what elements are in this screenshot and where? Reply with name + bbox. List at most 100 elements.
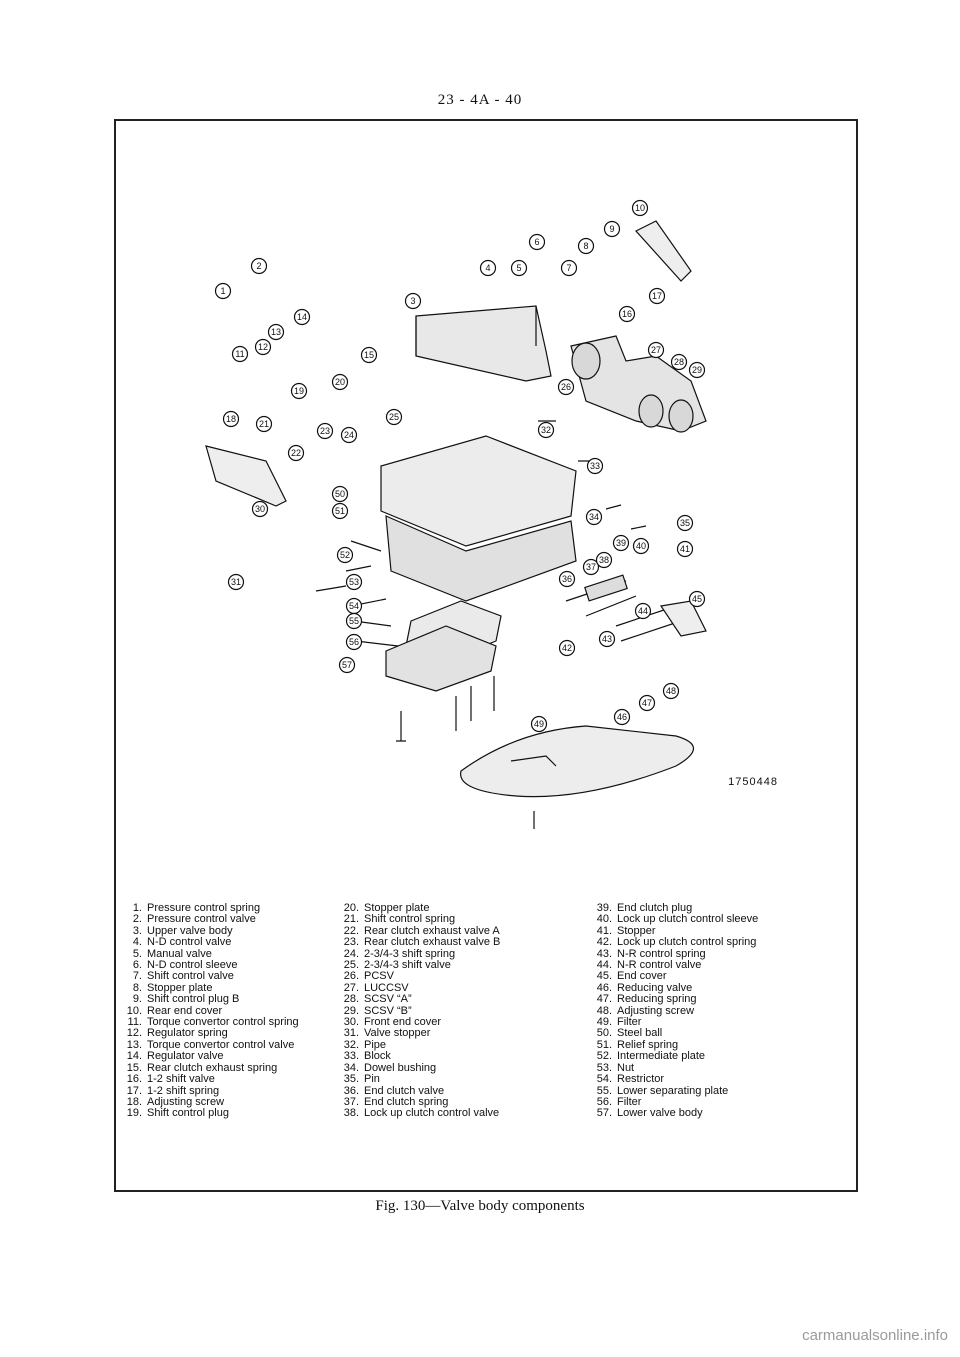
legend-item: 50.Steel ball (590, 1027, 758, 1040)
legend-item-label: Adjusting screw (147, 1095, 225, 1108)
callout-23: 23 (316, 422, 334, 440)
legend-item-label: Pin (364, 1073, 380, 1086)
legend-item: 38.Lock up clutch control valve (337, 1107, 500, 1120)
rear-end-cover (635, 220, 692, 282)
svg-text:47: 47 (642, 698, 652, 708)
legend-item-number: 47. (596, 993, 612, 1006)
page-number: 23 - 4A - 40 (437, 92, 523, 108)
legend-item: 25.2-3/4-3 shift valve (337, 959, 500, 971)
legend-item: 31.Valve stopper (337, 1028, 500, 1040)
svg-text:25: 25 (389, 412, 399, 422)
callout-35: 35 (676, 514, 694, 532)
legend-item-number: 22. (343, 924, 359, 937)
svg-text:49: 49 (534, 719, 544, 729)
legend-item-label: Rear clutch exhaust valve B (364, 936, 501, 949)
legend-item-label: Lower valve body (617, 1107, 703, 1120)
legend-item-number: 34. (343, 1061, 359, 1074)
svg-text:22: 22 (291, 448, 301, 458)
legend-item: 20.Stopper plate (337, 902, 500, 914)
svg-text:46: 46 (617, 712, 627, 722)
svg-text:42: 42 (562, 643, 572, 653)
svg-text:39: 39 (616, 538, 626, 548)
svg-text:3: 3 (410, 296, 415, 306)
legend-item: 30.Front end cover (337, 1016, 500, 1028)
legend-item-number: 38. (343, 1107, 359, 1120)
legend-item-label: Rear end cover (147, 1004, 223, 1017)
legend-item: 11.Torque convertor control spring (120, 1016, 299, 1028)
svg-text:14: 14 (297, 312, 307, 322)
legend-item: 46.Reducing valve (590, 982, 758, 994)
legend-item-number: 24. (343, 947, 359, 960)
legend-item-label: End cover (617, 970, 667, 983)
legend-item-label: Lower separating plate (617, 1084, 729, 1097)
legend-item-number: 35. (343, 1073, 359, 1086)
callout-14: 14 (293, 308, 311, 326)
legend-item-number: 18. (126, 1095, 142, 1108)
legend-item: 18. Adjusting screw (120, 1095, 299, 1108)
svg-text:52: 52 (340, 550, 350, 560)
callout-11: 11 (231, 345, 249, 363)
legend-item-number: 39. (596, 902, 612, 914)
legend-item: 8.Stopper plate (120, 982, 299, 994)
svg-text:21: 21 (259, 419, 269, 429)
legend-item-number: 1. (132, 902, 142, 914)
legend-item: 34.Dowel bushing (337, 1061, 500, 1074)
svg-text:30: 30 (255, 504, 265, 514)
svg-text:44: 44 (638, 606, 648, 616)
legend-item: 37.End clutch spring (337, 1095, 500, 1108)
callout-30: 30 (251, 500, 269, 518)
legend-item-label: N-D control valve (147, 936, 232, 949)
legend-item: 3.Upper valve body (120, 924, 299, 937)
callout-26: 26 (557, 378, 575, 396)
callout-18: 18 (222, 410, 240, 428)
legend-item-number: 28. (343, 993, 359, 1006)
svg-text:17: 17 (652, 291, 662, 301)
legend-item-number: 9. (132, 993, 142, 1006)
svg-text:36: 36 (562, 574, 572, 584)
legend-item-number: 6. (132, 959, 142, 972)
figure-caption: Fig. 130—Valve body components (375, 1198, 585, 1214)
legend-item: 52.Intermediate plate (590, 1050, 758, 1063)
legend-item: 42.Lock up clutch control spring (590, 936, 758, 949)
legend-item: 51.Relief spring (590, 1039, 758, 1051)
legend-item-number: 27. (343, 981, 359, 994)
svg-text:32: 32 (541, 425, 551, 435)
legend-item: 4.N-D control valve (120, 936, 299, 949)
callout-39: 39 (612, 534, 630, 552)
legend-item-label: SCSV “B” (364, 1004, 412, 1017)
legend-item: 15.Rear clutch exhaust spring (120, 1062, 299, 1074)
figure-part-number: 1750448 (728, 776, 778, 788)
legend-item: 43.N-R control spring (590, 948, 758, 960)
legend-item: 32.Pipe (337, 1039, 500, 1051)
svg-text:37: 37 (586, 562, 596, 572)
svg-text:35: 35 (680, 518, 690, 528)
legend-item: 28.SCSV “A” (337, 993, 500, 1006)
legend-item-number: 12. (126, 1027, 142, 1040)
svg-text:27: 27 (651, 345, 661, 355)
end-cover (659, 600, 707, 637)
callout-42: 42 (558, 639, 576, 657)
legend-item-label: Rear clutch exhaust valve A (364, 924, 500, 937)
legend-item: 10.Rear end cover (120, 1004, 299, 1017)
callout-45: 45 (688, 590, 706, 608)
legend-item-label: Lock up clutch control spring (617, 936, 757, 949)
legend-item: 47.Reducing spring (590, 993, 758, 1006)
callout-52: 52 (336, 546, 354, 564)
svg-text:48: 48 (666, 686, 676, 696)
svg-text:38: 38 (599, 555, 609, 565)
legend-item-label: Steel ball (617, 1027, 663, 1040)
legend-item: 12.Regulator spring (120, 1027, 299, 1040)
legend-item-number: 44. (596, 959, 612, 972)
legend-item-label: Upper valve body (147, 924, 233, 937)
legend-item: 13.Torque convertor control valve (120, 1039, 299, 1051)
legend-item: 41.Stopper (590, 924, 758, 937)
callout-49: 49 (530, 715, 548, 733)
legend-item-number: 37. (343, 1095, 359, 1108)
legend-item-label: Stopper (617, 924, 656, 937)
legend-item-label: Intermediate plate (617, 1050, 706, 1063)
legend-item-label: Pressure control valve (147, 913, 256, 926)
svg-text:28: 28 (674, 357, 684, 367)
